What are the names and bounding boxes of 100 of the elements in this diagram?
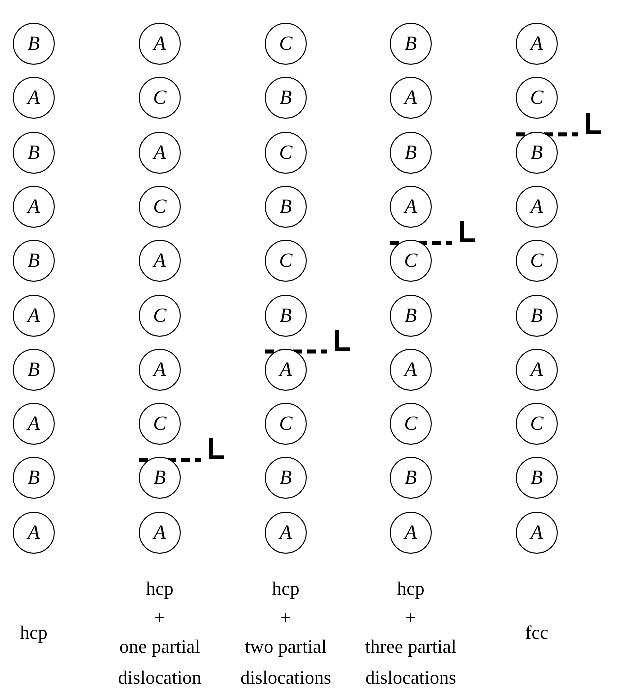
stacking-letter: B [280, 88, 292, 108]
stacking-letter: C [153, 414, 167, 434]
atom-circle [516, 186, 558, 228]
stacking-letter: A [404, 88, 418, 108]
atom-circle [390, 23, 432, 65]
stacking-letter: C [404, 414, 418, 434]
stacking-letter: B [404, 468, 418, 488]
stacking-letter: C [404, 251, 418, 272]
atom-circle [13, 348, 55, 391]
atom-circle [390, 294, 432, 336]
stacking-letter: A [404, 360, 418, 380]
atom-circle [516, 294, 558, 336]
stacking-letter: A [28, 88, 40, 108]
stacking-letter: A [530, 522, 544, 543]
atom-circle [516, 512, 558, 554]
stacking-letter: A [280, 360, 292, 380]
atom-circle [265, 512, 307, 554]
atom-circle [139, 240, 181, 282]
stacking-letter: B [530, 142, 544, 163]
column-caption: hcp [396, 578, 426, 602]
atom-circle [265, 23, 307, 65]
stacking-letter: B [404, 34, 418, 54]
stacking-letter: A [154, 251, 166, 272]
stacking-letter: C [530, 251, 544, 272]
stacking-letter: A [154, 34, 166, 54]
atom-circle [139, 77, 181, 120]
atom-circle [390, 186, 432, 228]
atom-circle [139, 512, 181, 554]
atom-circle [13, 457, 55, 500]
atom-circle [516, 403, 558, 446]
stacking-letter: A [530, 196, 544, 217]
atom-circle [265, 403, 307, 446]
stacking-letter: B [530, 306, 544, 326]
stacking-letter: A [404, 522, 418, 543]
atom-circle [265, 77, 307, 120]
stacking-letter: B [280, 306, 292, 326]
atom-circle [139, 348, 181, 391]
stacking-letter: A [154, 360, 166, 380]
stacking-letter: A [154, 142, 166, 163]
atom-circle [265, 132, 307, 174]
stacking-letter: B [28, 360, 40, 380]
atom-circle [13, 403, 55, 446]
atom-circle [390, 77, 432, 120]
atom-circle [390, 132, 432, 174]
atom-circle [516, 348, 558, 391]
atom-circle [13, 294, 55, 336]
stacking-letter: C [279, 142, 293, 163]
stacking-letter: B [404, 142, 418, 163]
stacking-letter: B [28, 34, 40, 54]
stacking-letter: B [154, 468, 166, 488]
stacking-letter: B [28, 251, 40, 272]
column-caption: + [154, 607, 166, 631]
stacking-letter: C [530, 88, 544, 108]
stacking-letter: B [280, 196, 292, 217]
stacking-letter: A [28, 196, 40, 217]
stacking-letter: A [28, 306, 40, 326]
column-caption: two partial dislocations [240, 636, 332, 691]
stacking-letter: C [530, 414, 544, 434]
dislocation-symbol: L [458, 218, 476, 248]
stacking-letter: B [530, 468, 544, 488]
column-caption: hcp [145, 578, 175, 602]
stacking-letter: B [280, 468, 292, 488]
stacking-letter: C [279, 251, 293, 272]
atom-circle [265, 294, 307, 336]
stacking-letter: C [153, 88, 167, 108]
atom-circle [13, 77, 55, 120]
stacking-letter: A [404, 196, 418, 217]
atom-circle [516, 23, 558, 65]
atom-circle [139, 457, 181, 500]
atom-circle [139, 403, 181, 446]
atom-circle [390, 240, 432, 282]
atom-circle [139, 23, 181, 65]
atom-circle [516, 77, 558, 120]
atom-circle [13, 186, 55, 228]
atom-circle [13, 132, 55, 174]
atom-circle [13, 512, 55, 554]
column-caption: hcp [19, 622, 49, 646]
column-caption: hcp [271, 578, 301, 602]
stacking-letter: C [153, 306, 167, 326]
atom-circle [139, 186, 181, 228]
column-caption: + [404, 607, 418, 631]
atom-circle [139, 132, 181, 174]
atom-circle [390, 512, 432, 554]
stacking-letter: C [279, 414, 293, 434]
atom-circle [13, 23, 55, 65]
column-caption: one partial dislocation [117, 636, 203, 691]
stacking-letter: B [28, 142, 40, 163]
column-caption: + [280, 607, 292, 631]
atom-circle [265, 186, 307, 228]
dislocation-symbol: L [207, 435, 226, 466]
atom-circle [390, 403, 432, 446]
stacking-letter: A [530, 360, 544, 380]
atom-circle [265, 348, 307, 391]
column-caption: fcc [524, 622, 550, 646]
atom-circle [265, 240, 307, 282]
dislocation-symbol: L [584, 110, 602, 140]
stacking-letter: C [153, 196, 167, 217]
stacking-letter: A [154, 522, 166, 543]
atom-circle [516, 240, 558, 282]
stacking-letter: B [404, 306, 418, 326]
